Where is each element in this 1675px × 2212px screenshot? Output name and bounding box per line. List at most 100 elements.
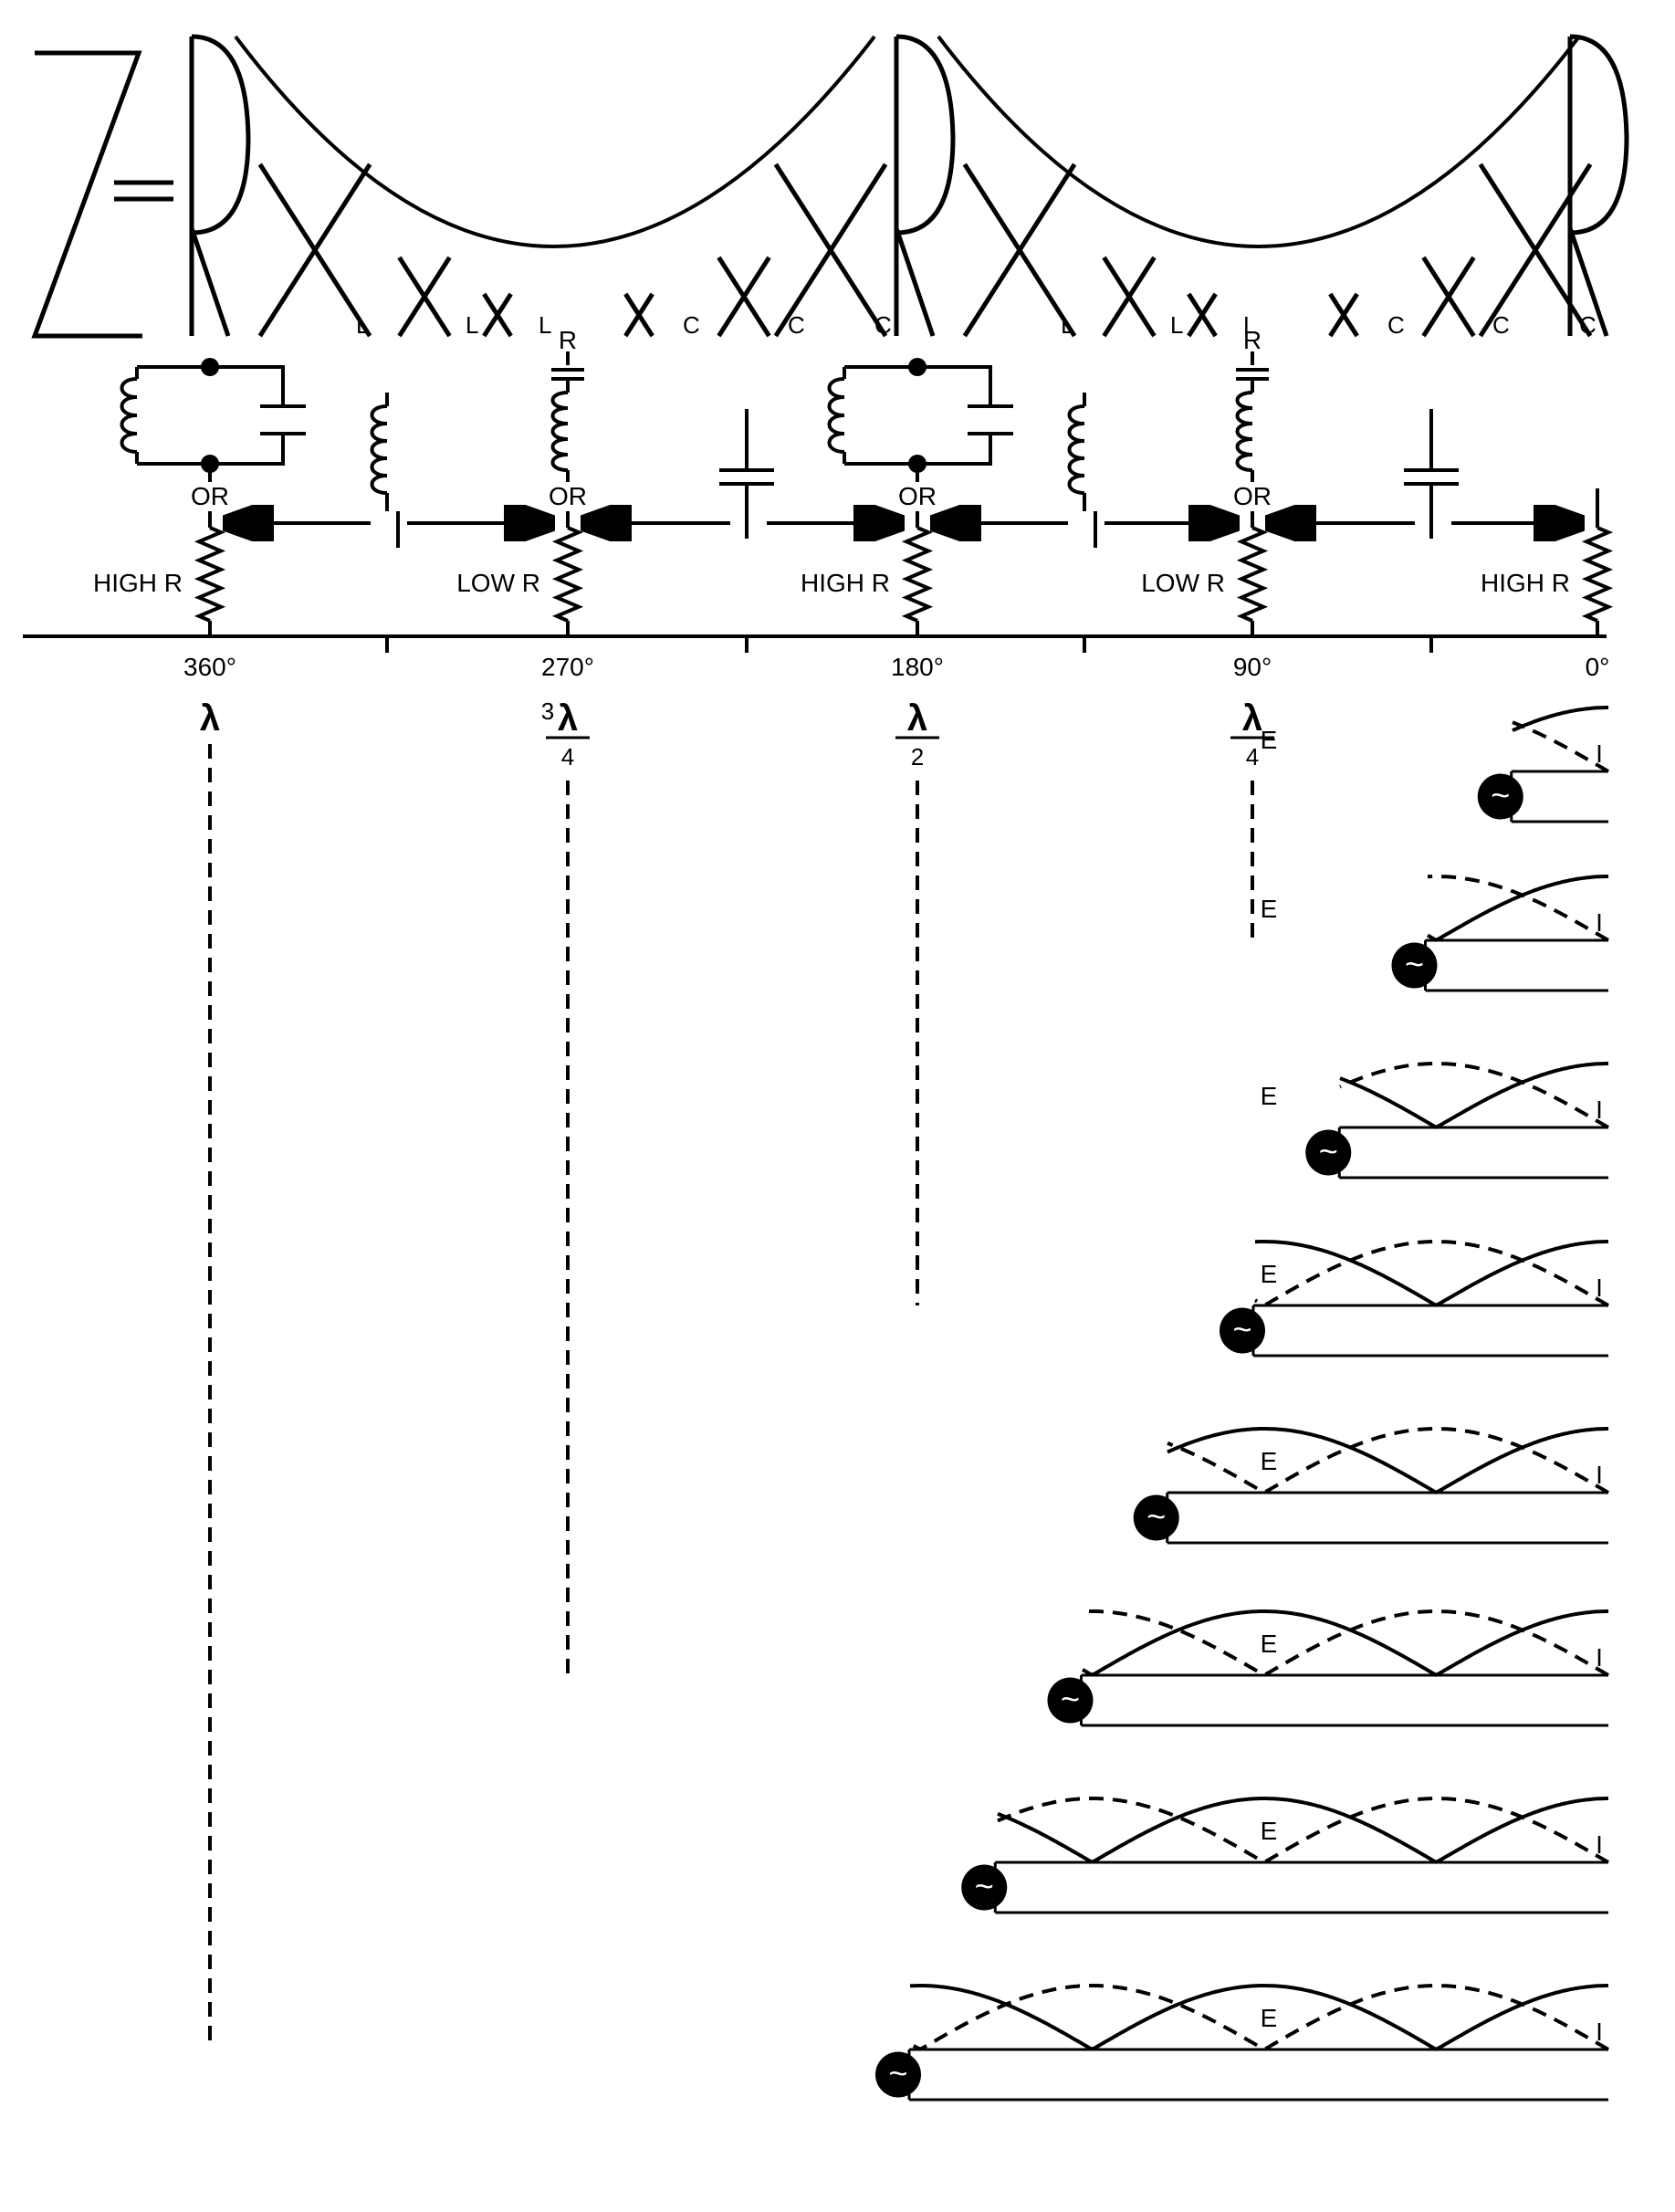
- degree-label-3: 90°: [1233, 653, 1272, 681]
- z-symbol: [31, 50, 142, 339]
- series-r-label-1: R: [1243, 326, 1261, 354]
- x-term-7: [1102, 256, 1157, 338]
- impedance-curve-arc-2: [937, 35, 1581, 248]
- line-0-voltage-wave: [1512, 706, 1608, 732]
- x-term-8: [1187, 292, 1218, 338]
- line-5-voltage-wave: [1082, 1609, 1608, 1677]
- fraction-denominator-3: 4: [1246, 743, 1259, 771]
- line-1-current-wave: [1427, 875, 1609, 942]
- subscript-8: L: [1243, 311, 1256, 339]
- tank-capacitor-0: [260, 404, 306, 435]
- line-4-i-label: I: [1596, 1461, 1603, 1489]
- series-coil-1: [1235, 391, 1253, 472]
- line-3-current-wave: [1254, 1240, 1609, 1307]
- line-2-i-label: I: [1596, 1096, 1603, 1124]
- line-5-generator-symbol: ~: [1061, 1681, 1080, 1718]
- subscript-3: C: [683, 311, 700, 339]
- line-3-i-label: I: [1596, 1274, 1603, 1302]
- line-7-i-label: I: [1596, 2018, 1603, 2046]
- series-r-label-0: R: [559, 326, 577, 354]
- line-6-i-label: I: [1596, 1830, 1603, 1859]
- line-1-voltage-wave: [1427, 875, 1608, 942]
- line-5-i-label: I: [1596, 1643, 1603, 1672]
- or-label-0: OR: [191, 482, 229, 510]
- line-1-generator: [1391, 942, 1438, 989]
- resistor-2: [901, 526, 934, 623]
- line-2-current-wave: [1339, 1062, 1609, 1129]
- tank-coil-0: [120, 377, 138, 454]
- tank-capacitor-1: [968, 404, 1013, 435]
- series-coil-0: [550, 391, 569, 472]
- x-term-6: [962, 162, 1077, 338]
- degree-label-4: 0°: [1586, 653, 1610, 681]
- line-2-generator-symbol: ~: [1319, 1133, 1338, 1170]
- subscript-7: L: [1170, 311, 1183, 339]
- r-term-2: [1567, 34, 1629, 337]
- line-2-generator: [1305, 1129, 1352, 1176]
- resistor-0: [194, 526, 226, 623]
- equation-symbols: [189, 34, 1629, 338]
- line-2-e-label: E: [1261, 1082, 1278, 1110]
- resistance-label-0: HIGH R: [93, 569, 183, 597]
- subscript-6: L: [1061, 311, 1073, 339]
- degree-label-0: 360°: [183, 653, 236, 681]
- subscript-9: C: [1387, 311, 1405, 339]
- subscript-4: C: [788, 311, 805, 339]
- line-6-e-label: E: [1261, 1817, 1278, 1845]
- line-7-generator-symbol: ~: [888, 2055, 907, 2092]
- line-6-current-wave: [997, 1797, 1609, 1864]
- capacitor-0: [719, 468, 774, 486]
- fraction-numerator-1: 3: [541, 697, 554, 725]
- tank-coil-1: [827, 377, 845, 454]
- line-5-e-label: E: [1261, 1630, 1278, 1658]
- line-4-generator-symbol: ~: [1146, 1498, 1166, 1536]
- line-1-generator-symbol: ~: [1405, 946, 1424, 983]
- or-label-1: OR: [549, 482, 587, 510]
- fraction-lambda-1: λ: [558, 698, 578, 739]
- wavelength-drop-lines: [208, 744, 1254, 2050]
- line-7-e-label: E: [1261, 2004, 1278, 2032]
- x-term-11: [1478, 162, 1593, 338]
- line-6-generator: [961, 1864, 1008, 1911]
- or-label-2: OR: [898, 482, 937, 510]
- line-3-voltage-wave: [1254, 1240, 1608, 1307]
- x-term-9: [1328, 292, 1359, 338]
- r-term-0: [189, 34, 251, 337]
- line-4-voltage-wave: [1167, 1427, 1608, 1494]
- resistor-1: [551, 526, 584, 623]
- fraction-lambda-0: λ: [200, 698, 220, 739]
- line-6-generator-symbol: ~: [975, 1868, 994, 1905]
- line-5-current-wave: [1082, 1609, 1609, 1677]
- subscript-0: L: [356, 311, 369, 339]
- r-term-1: [894, 34, 956, 337]
- resistance-label-1: LOW R: [456, 569, 540, 597]
- resistor-3: [1236, 526, 1269, 623]
- series-capacitor-1: [1236, 368, 1269, 381]
- subscript-5: C: [874, 311, 892, 339]
- line-0-current-wave: [1512, 720, 1609, 773]
- line-2-voltage-wave: [1339, 1062, 1608, 1129]
- resistance-label-2: HIGH R: [801, 569, 890, 597]
- line-6-voltage-wave: [997, 1797, 1608, 1864]
- equals-sign: [114, 180, 173, 202]
- fraction-denominator-2: 2: [911, 743, 924, 771]
- x-term-2: [482, 292, 513, 338]
- x-term-3: [623, 292, 654, 338]
- line-1-i-label: I: [1596, 908, 1603, 937]
- line-0-generator: [1477, 773, 1523, 820]
- tank-wiring-0: [137, 365, 285, 466]
- x-term-5: [773, 162, 888, 338]
- line-3-generator: [1220, 1307, 1265, 1354]
- phase-axis: [23, 634, 1607, 653]
- inductor-1: [1067, 404, 1085, 495]
- line-3-generator-symbol: ~: [1232, 1311, 1251, 1348]
- degree-label-2: 180°: [891, 653, 944, 681]
- series-capacitor-0: [551, 368, 584, 381]
- degree-label-1: 270°: [541, 653, 594, 681]
- impedance-curve-arc-1: [234, 35, 876, 248]
- fraction-lambda-2: λ: [907, 698, 927, 739]
- fraction-lambda-3: λ: [1242, 698, 1262, 739]
